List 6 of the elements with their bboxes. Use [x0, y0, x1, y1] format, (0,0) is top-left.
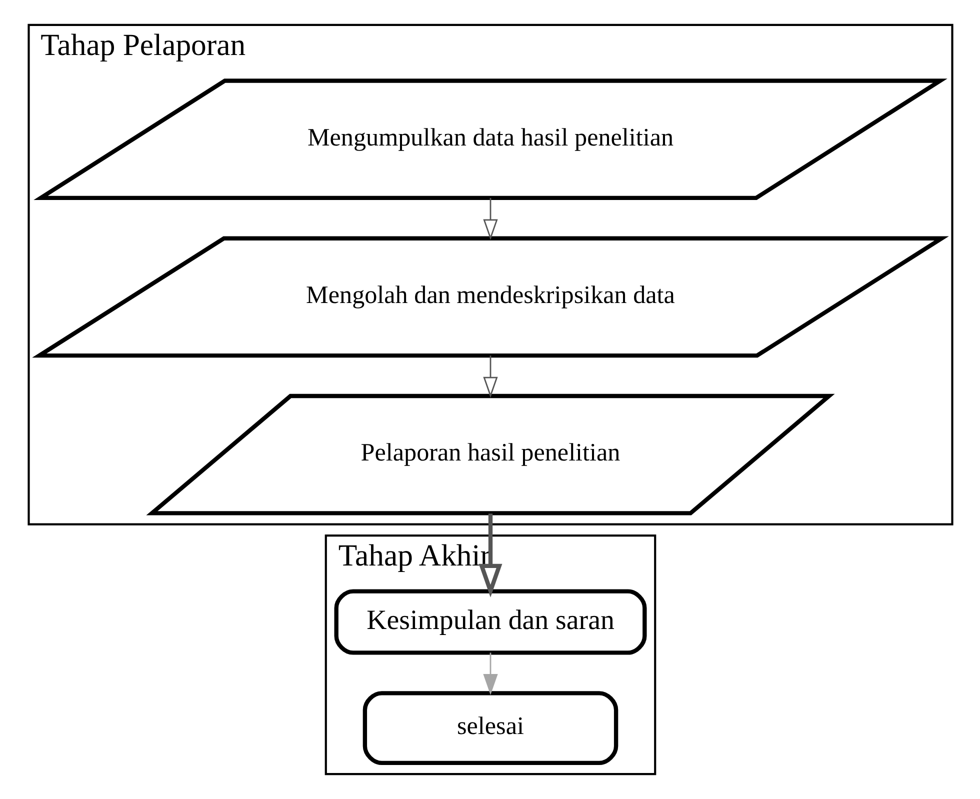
arrow: [482, 198, 498, 240]
arrow: [482, 652, 498, 695]
node-box: selesai: [362, 691, 618, 765]
arrow: [478, 514, 502, 598]
arrow: [482, 356, 498, 398]
node-box: Kesimpulan dan saran: [334, 589, 646, 655]
